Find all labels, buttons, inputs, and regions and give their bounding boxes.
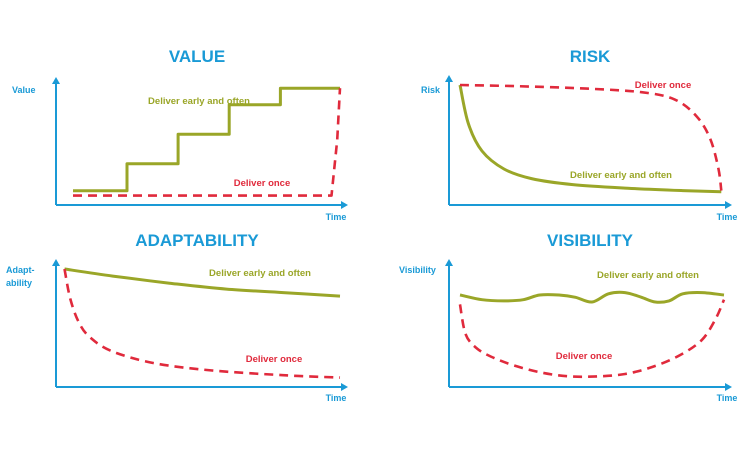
y-axis-arrow-icon [445,259,453,266]
series-line-deliver-once [458,299,726,379]
y-axis-arrow-icon [52,77,60,84]
x-axis-label: Time [326,393,347,403]
y-axis-label: Visibility [399,265,436,275]
series-label-deliver-once: Deliver once [234,178,291,189]
series-label-deliver-early-and-often: Deliver early and often [148,96,250,107]
series-line-deliver-early-and-often [458,84,722,194]
x-axis-label: Time [326,212,347,222]
series-label-deliver-early-and-often: Deliver early and often [570,170,672,181]
panel-title: VALUE [169,47,225,66]
x-axis-label: Time [717,212,738,222]
panel-title: ADAPTABILITY [135,231,259,250]
series-line-deliver-once [459,83,723,191]
series-label-deliver-once: Deliver once [556,351,613,362]
series-label-deliver-early-and-often: Deliver early and often [597,270,699,281]
series-line-deliver-once [63,268,341,379]
x-axis-arrow-icon [725,383,732,391]
series-line-deliver-once [73,88,342,197]
x-axis-arrow-icon [341,201,348,209]
y-axis-arrow-icon [445,75,453,82]
y-axis-label: Risk [421,85,441,95]
y-axis-label: ability [6,278,32,288]
series-label-deliver-once: Deliver once [635,80,692,91]
x-axis-arrow-icon [341,383,348,391]
series-line-deliver-early-and-often [459,290,725,304]
series-label-deliver-once: Deliver once [246,354,303,365]
panel-title: VISIBILITY [547,231,634,250]
x-axis-label: Time [717,393,738,403]
panel-title: RISK [570,47,611,66]
y-axis-label: Value [12,85,36,95]
series-label-deliver-early-and-often: Deliver early and often [209,268,311,279]
y-axis-label: Adapt- [6,265,35,275]
series-line-deliver-early-and-often [73,86,340,193]
series-line-deliver-early-and-often [64,267,341,298]
x-axis-arrow-icon [725,201,732,209]
y-axis-arrow-icon [52,259,60,266]
